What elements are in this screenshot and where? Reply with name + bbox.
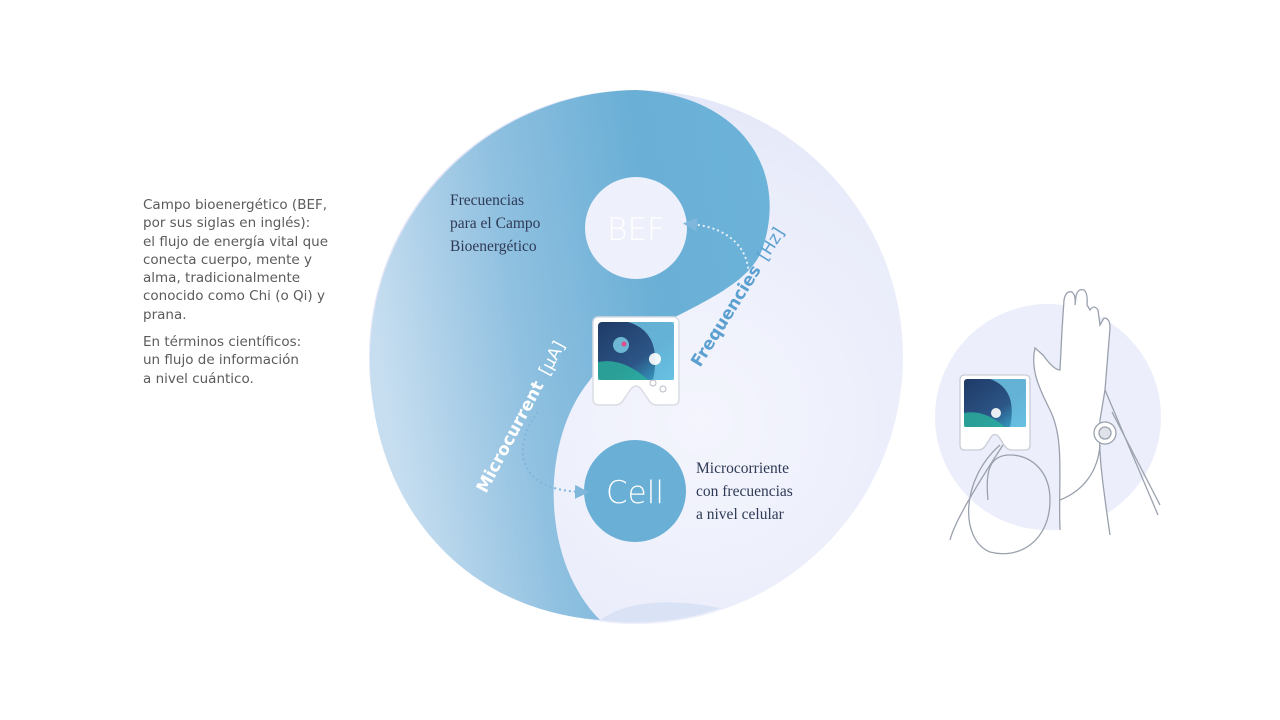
lower-shading bbox=[600, 602, 720, 623]
bef-description-line: Frecuencias bbox=[450, 192, 525, 209]
microcurrent-device-icon bbox=[592, 316, 680, 406]
text-line: prana. bbox=[143, 306, 187, 323]
bef-circle bbox=[585, 177, 687, 279]
text-line: por sus siglas en inglés): bbox=[143, 215, 311, 232]
cell-circle bbox=[584, 440, 686, 542]
bef-description: Frecuencias para el Campo Bioenergético bbox=[450, 189, 600, 258]
text-line: alma, tradicionalmente bbox=[143, 270, 301, 287]
text-line: a nivel cuántico. bbox=[143, 370, 254, 387]
bef-circle-label: BEF bbox=[607, 212, 665, 248]
text-line: el flujo de energía vital que bbox=[143, 233, 329, 250]
scientific-definition-paragraph: En términos científicos: un flujo de inf… bbox=[143, 333, 343, 388]
cell-circle-label: Cell bbox=[606, 475, 664, 511]
cell-description-line: Microcorriente bbox=[696, 460, 789, 477]
bef-description-line: para el Campo bbox=[450, 215, 541, 232]
text-line: un flujo de información bbox=[143, 352, 299, 369]
small-device-icon bbox=[959, 374, 1031, 451]
hand-with-device-icon bbox=[949, 288, 1161, 555]
text-line: En términos científicos: bbox=[143, 334, 302, 351]
text-line: conocido como Chi (o Qi) y bbox=[143, 288, 325, 305]
text-line: Campo bioenergético (BEF, bbox=[143, 197, 328, 213]
bef-explanation: Campo bioenergético (BEF, por sus siglas… bbox=[143, 196, 343, 397]
cell-description: Microcorriente con frecuencias a nivel c… bbox=[696, 457, 846, 526]
text-line: conecta cuerpo, mente y bbox=[143, 251, 312, 268]
arrow-to-bef bbox=[683, 217, 750, 303]
bef-description-line: Bioenergético bbox=[450, 238, 537, 255]
cell-description-line: a nivel celular bbox=[696, 506, 784, 523]
bef-definition-paragraph: Campo bioenergético (BEF, por sus siglas… bbox=[143, 196, 343, 324]
arrow-to-cell bbox=[521, 411, 589, 499]
cell-description-line: con frecuencias bbox=[696, 483, 793, 500]
